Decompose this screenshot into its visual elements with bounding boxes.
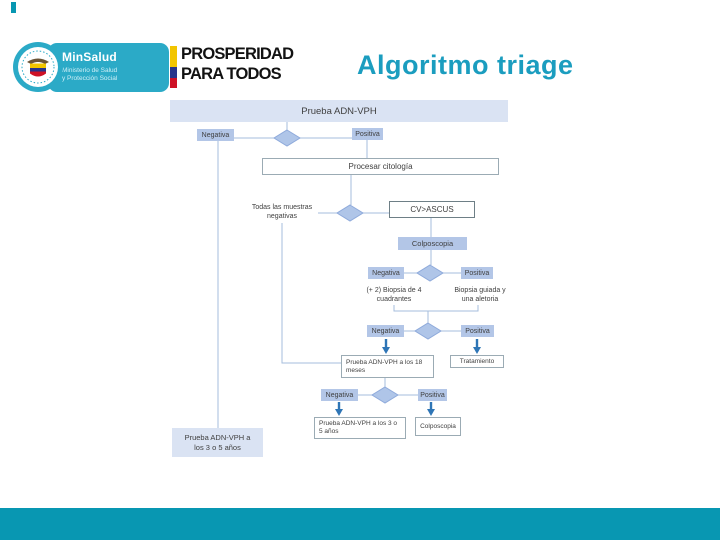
node-prueba-18-meses: Prueba ADN-VPH a los 18 meses	[341, 355, 434, 378]
label-positiva-3: Positiva	[461, 325, 494, 337]
diamond-5	[371, 386, 399, 404]
prosperidad-logo: PROSPERIDAD PARA TODOS	[181, 45, 294, 84]
prosperidad-line2: PARA TODOS	[181, 64, 282, 83]
node-colposcopia-2: Colposcopia	[415, 417, 461, 436]
label-negativa-1: Negativa	[197, 129, 234, 141]
diamond-3	[416, 264, 444, 282]
minsalud-name: MinSalud	[62, 50, 117, 64]
label-negativa-2: Negativa	[368, 267, 404, 279]
label-positiva-2: Positiva	[461, 267, 493, 279]
text-todas-las-muestras: Todas las muestras negativas	[251, 204, 313, 220]
node-prueba-3-5-anos: Prueba ADN-VPH a los 3 o 5 años	[314, 417, 406, 439]
label-negativa-3: Negativa	[367, 325, 404, 337]
text-biopsia-4-cuadrantes: (+ 2) Biopsia de 4 cuadrantes	[366, 287, 422, 303]
coat-of-arms-icon	[21, 50, 55, 84]
slide-accent-bar	[11, 2, 16, 13]
node-tratamiento: Tratamiento	[450, 355, 504, 368]
node-procesar-citologia: Procesar citología	[262, 158, 499, 175]
colombia-seal-icon	[13, 42, 63, 92]
minsalud-subtitle: Ministerio de Salud y Protección Social	[62, 67, 118, 82]
diamond-2	[336, 204, 364, 222]
node-cv-ascus: CV>ASCUS	[389, 201, 475, 218]
node-prueba-3-5-anos-left: Prueba ADN-VPH a los 3 o 5 años	[172, 428, 263, 457]
label-negativa-4: Negativa	[321, 389, 358, 401]
label-positiva-4: Positiva	[418, 389, 447, 401]
node-prueba-adn-vph: Prueba ADN-VPH	[170, 100, 508, 122]
minsalud-logo: MinSalud Ministerio de Salud y Protecció…	[48, 43, 169, 92]
colombia-flag-icon	[170, 46, 177, 88]
label-positiva-1: Positiva	[352, 128, 383, 140]
footer-bar	[0, 508, 720, 540]
prosperidad-line1: PROSPERIDAD	[181, 45, 294, 63]
diamond-4	[414, 322, 442, 340]
diamond-1	[273, 129, 301, 147]
node-colposcopia-1: Colposcopia	[398, 237, 467, 250]
text-biopsia-guiada: Biopsia guiada y una aletoria	[454, 287, 506, 303]
page-title: Algoritmo triage	[357, 50, 574, 80]
